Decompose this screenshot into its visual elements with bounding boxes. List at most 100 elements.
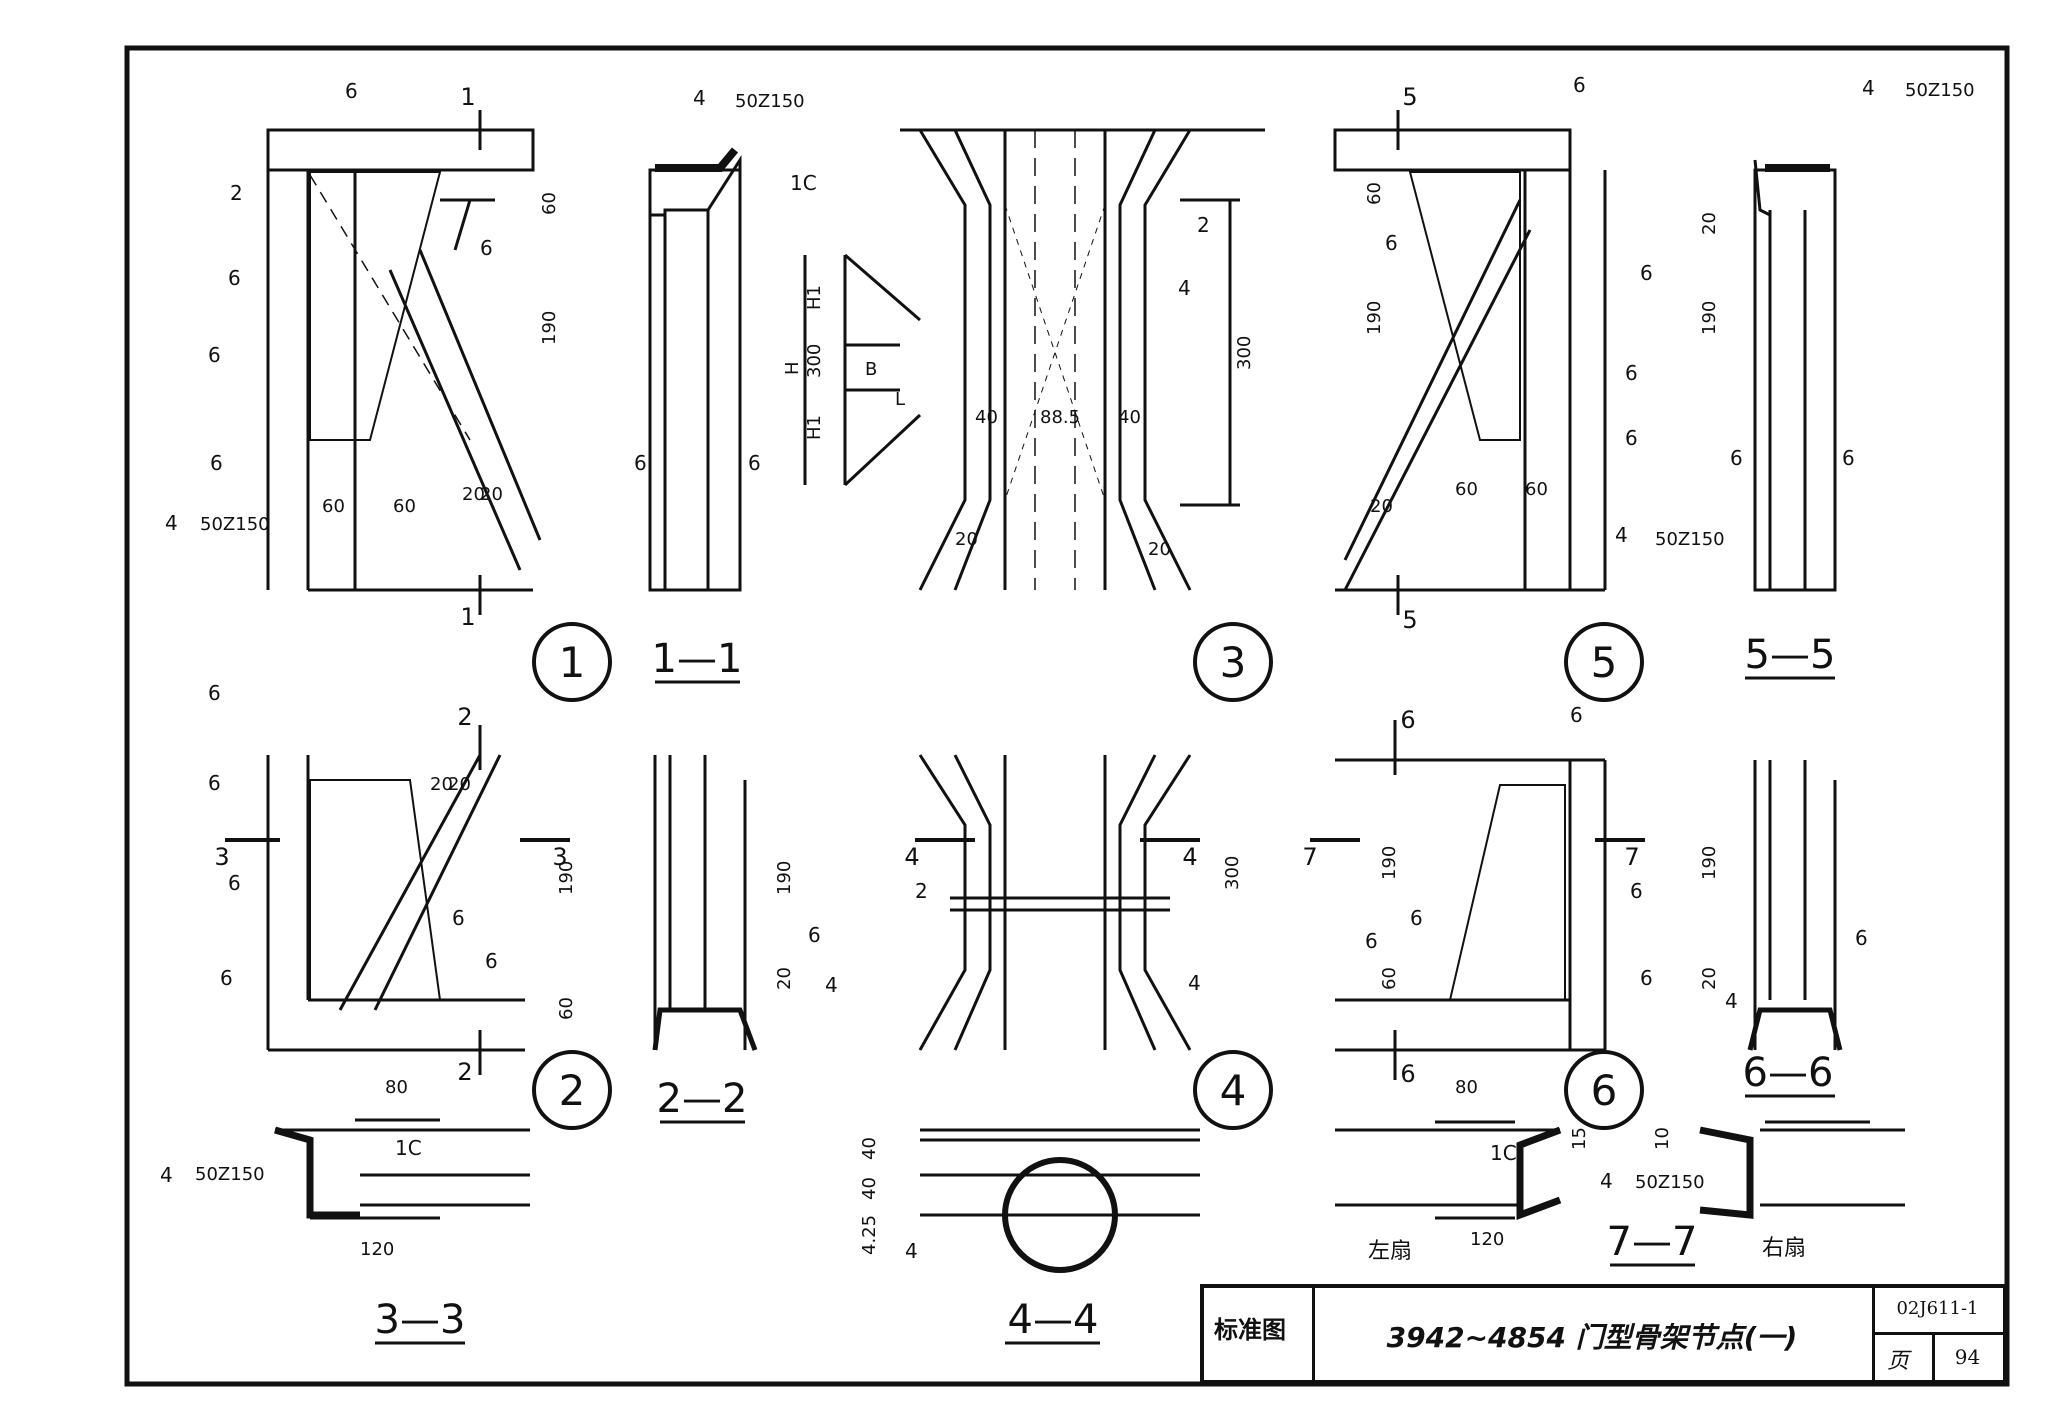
weld-note-33-4: 4 (160, 1163, 173, 1187)
dim-d5-60-top: 60 (1364, 182, 1385, 205)
dim-55-20: 20 (1699, 212, 1720, 235)
weld-note-d6-6d: 6 (1640, 966, 1653, 990)
dim-d3-300: 300 (1234, 336, 1255, 370)
cut-mark-4-left: 4 (904, 843, 919, 871)
dim-77-80: 80 (1455, 1077, 1478, 1098)
section-1-1-title: 1—1 (652, 636, 743, 682)
dim-hb-H: H (782, 361, 803, 375)
dim-d2-60: 60 (556, 997, 577, 1020)
detail-1-drawing (266, 110, 542, 615)
cut-mark-6-bottom: 6 (1400, 1060, 1415, 1088)
detail-5-number: 5 (1591, 638, 1618, 687)
detail-1-number: 1 (559, 638, 586, 687)
dim-hb-H1b: H1 (804, 415, 825, 440)
hb-sketch (803, 253, 922, 487)
dim-66-190: 190 (1699, 846, 1720, 880)
cut-mark-3-right: 3 (552, 843, 567, 871)
dim-33-120: 120 (360, 1239, 394, 1260)
weld-note-d2-6d: 6 (220, 966, 233, 990)
weld-note-44-4: 4 (905, 1239, 918, 1263)
detail-6-drawing (1310, 720, 1645, 1080)
title-block: 标准图 3942~4854 门型骨架节点(一) 02J611-1 页 94 (1200, 1284, 2007, 1384)
dim-d3-20b: 20 (1148, 539, 1171, 560)
weld-note-d2-6a: 6 (208, 681, 221, 705)
weld-note-11-4: 4 (693, 86, 706, 110)
dim-d1-60-top: 60 (539, 192, 560, 215)
title-block-drawing-no-cell: 02J611-1 (1872, 1288, 2003, 1335)
dim-hb-H1a: H1 (804, 285, 825, 310)
detail-4-circle (1193, 1050, 1273, 1130)
weld-note-d1-6c: 6 (210, 451, 223, 475)
section-4-4-drawing (920, 1128, 1200, 1273)
weld-note-d4-2: 2 (915, 879, 928, 903)
dim-44-40b: 40 (859, 1177, 880, 1200)
weld-note-d5-6c: 6 (1625, 361, 1638, 385)
section-3-3-drawing (274, 1118, 530, 1220)
detail-6-circle (1564, 1050, 1644, 1130)
dim-d5-60a: 60 (1455, 479, 1478, 500)
section-7-7-title: 7—7 (1607, 1219, 1698, 1265)
section-4-4-title: 4—4 (1008, 1297, 1099, 1343)
dim-d6-190: 190 (1379, 846, 1400, 880)
dim-66-20: 20 (1699, 967, 1720, 990)
weld-note-d6-6c: 6 (1630, 879, 1643, 903)
detail-3-drawing (900, 128, 1265, 591)
section-2-2-title: 2—2 (657, 1076, 748, 1122)
dim-d1-190: 190 (539, 311, 560, 345)
cut-mark-6-top: 6 (1400, 706, 1415, 734)
sheet-border (124, 45, 2010, 1387)
section-1-1-drawing (648, 147, 742, 592)
title-block-page-no: 94 (1954, 1345, 1981, 1369)
weld-note-22-4: 4 (825, 973, 838, 997)
cut-mark-4-right: 4 (1182, 843, 1197, 871)
weld-note-d5-50z150: 50Z150 (1655, 529, 1725, 550)
dim-d3-40a: 40 (975, 407, 998, 428)
weld-note-55-4: 4 (1862, 76, 1875, 100)
dim-d1-20b: 20 (480, 484, 503, 505)
dim-d4-300: 300 (1222, 856, 1243, 890)
dim-d2-20a: 20 (430, 774, 453, 795)
section-5-5-drawing (1753, 159, 1837, 592)
weld-note-d6-6a: 6 (1410, 906, 1423, 930)
cut-mark-7-right: 7 (1624, 843, 1639, 871)
cut-mark-1-top: 1 (460, 83, 475, 111)
cut-mark-2-bottom: 2 (457, 1058, 472, 1086)
section-6-6-title: 6—6 (1743, 1050, 1834, 1096)
title-block-drawing-no: 02J611-1 (1896, 1298, 1979, 1319)
weld-note-d5-6top: 6 (1573, 73, 1586, 97)
weld-note-d1-top: 6 (345, 79, 358, 103)
weld-note-11-50z150: 50Z150 (735, 91, 805, 112)
section-6-6-drawing (1747, 760, 1843, 1051)
dim-hb-B: B (865, 359, 877, 380)
dim-d1-60b: 60 (393, 496, 416, 517)
title-block-title-cell: 3942~4854 门型骨架节点(一) (1312, 1288, 1875, 1380)
dim-hb-300: 300 (804, 344, 825, 378)
dim-77-15: 15 (1569, 1127, 1590, 1150)
detail-2-circle (532, 1050, 612, 1130)
title-block-page-no-cell: 94 (1932, 1335, 2003, 1380)
detail-4-drawing (915, 754, 1200, 1051)
weld-note-22-6: 6 (808, 923, 821, 947)
weld-note-d5-4: 4 (1615, 523, 1628, 547)
weld-note-11-6r: 6 (748, 451, 761, 475)
dim-d2-20b: 20 (448, 774, 471, 795)
detail-3-number: 3 (1220, 638, 1247, 687)
dim-d6-60: 60 (1379, 967, 1400, 990)
detail-5-circle (1564, 622, 1644, 702)
weld-note-33-1c: 1C (395, 1136, 422, 1160)
weld-note-d2-6c: 6 (228, 871, 241, 895)
dim-d2-190: 190 (556, 861, 577, 895)
weld-note-d2-6f: 6 (485, 949, 498, 973)
dim-77-120: 120 (1470, 1229, 1504, 1250)
title-block-label: 标准图 (1214, 1316, 1286, 1344)
weld-note-d1-4: 4 (165, 511, 178, 535)
weld-note-55-6l: 6 (1730, 446, 1743, 470)
detail-2-drawing (225, 725, 570, 1075)
right-leaf-label: 右扇 (1762, 1236, 1806, 1261)
weld-note-77-50z150: 50Z150 (1635, 1172, 1705, 1193)
weld-note-11-1c: 1C (790, 171, 817, 195)
weld-note-d1-6d: 6 (480, 236, 493, 260)
dim-d5-20: 20 (1370, 496, 1393, 517)
detail-5-drawing (1333, 110, 1607, 615)
weld-note-55-50z150: 50Z150 (1905, 80, 1975, 101)
